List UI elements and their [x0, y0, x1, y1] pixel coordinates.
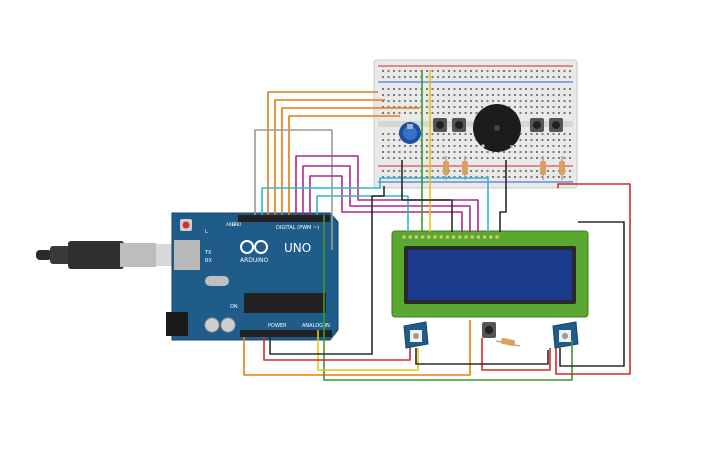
push-button-right-2[interactable] — [549, 118, 563, 132]
wire-green-2 — [323, 215, 573, 381]
piezo-buzzer[interactable] — [473, 104, 521, 152]
l-label: L — [205, 229, 208, 235]
sensor-module-left[interactable] — [403, 321, 429, 349]
arduino-uno-board[interactable]: UNO ARDUINO DIGITAL (PWM ~) POWER ANALOG… — [166, 212, 339, 341]
wire-orange-4 — [288, 115, 400, 215]
wire-magenta-2 — [302, 165, 471, 232]
usb-port — [174, 240, 200, 270]
digital-header[interactable] — [238, 215, 330, 222]
analog-label: ANALOG IN — [302, 323, 330, 329]
sensor-module-right[interactable] — [552, 321, 579, 349]
wire-black-3 — [499, 160, 507, 232]
potentiometer[interactable] — [399, 122, 421, 144]
lcd-screen — [408, 250, 572, 300]
wire-black-1 — [269, 186, 385, 355]
power-analog-header[interactable] — [240, 330, 332, 337]
wire-yellow-1 — [317, 330, 419, 371]
resistor-1 — [443, 156, 449, 180]
wire-cyan-2 — [316, 195, 409, 232]
push-button-bottom[interactable] — [482, 322, 496, 338]
arduino-logo — [240, 240, 268, 254]
wire-magenta-3 — [309, 175, 463, 232]
rx-label: RX — [205, 258, 212, 264]
wire-cyan-1 — [261, 177, 489, 232]
wire-red-3 — [481, 338, 551, 371]
wire-red-1 — [263, 337, 411, 361]
wire-orange-1 — [267, 91, 378, 215]
resistors-breadboard — [443, 156, 565, 180]
resistor-4 — [559, 156, 565, 180]
wire-red-2 — [555, 183, 631, 375]
wire-black-5 — [415, 348, 549, 365]
usb-cable — [36, 241, 182, 269]
power-jack — [166, 312, 188, 336]
brand-label: ARDUINO — [240, 257, 269, 264]
wire-orange-3 — [281, 107, 420, 215]
push-button-right-1[interactable] — [530, 118, 544, 132]
model-label: UNO — [284, 241, 311, 255]
wires — [243, 70, 631, 381]
push-button-left-1[interactable] — [433, 118, 447, 132]
resistor-bottom — [495, 337, 521, 347]
wire-black-4 — [559, 221, 625, 367]
resistor-2 — [462, 156, 468, 180]
wire-orange-5 — [243, 320, 471, 376]
power-label: POWER — [268, 323, 287, 329]
lcd-16x2[interactable] — [391, 230, 589, 318]
tx-label: TX — [204, 250, 212, 256]
wire-gray-1 — [254, 129, 333, 250]
on-label: ON — [230, 304, 238, 310]
gnd-label: GND — [232, 222, 241, 227]
resistor-3 — [540, 156, 546, 180]
aref-label: AREF — [226, 222, 237, 227]
atmega-chip — [244, 293, 326, 313]
digital-label: DIGITAL (PWM ~) — [276, 225, 319, 231]
wire-magenta-1 — [295, 155, 479, 232]
push-button-left-2[interactable] — [452, 118, 466, 132]
wire-black-2 — [401, 160, 453, 232]
wire-orange-2 — [274, 99, 385, 215]
lcd-pins — [402, 235, 499, 239]
